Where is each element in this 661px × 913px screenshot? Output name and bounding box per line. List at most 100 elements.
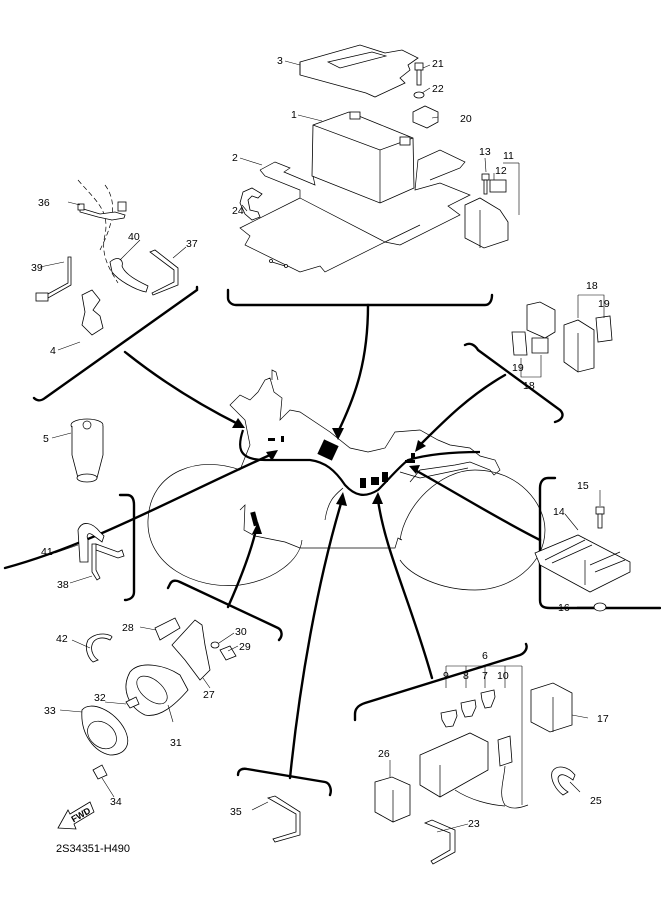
- label-17: 17: [597, 713, 609, 725]
- label-32: 32: [94, 692, 106, 704]
- label-42: 42: [56, 633, 68, 645]
- label-19a: 19: [598, 298, 610, 310]
- label-28: 28: [122, 622, 134, 634]
- connector: [497, 735, 513, 767]
- battery: [311, 111, 415, 204]
- battery-cover: [299, 44, 419, 98]
- rear-wheel: [399, 469, 546, 591]
- cover: [595, 315, 613, 343]
- flasher-relay: [530, 682, 573, 733]
- horn-group: [81, 617, 237, 780]
- battery-marker: [317, 439, 339, 461]
- band: [266, 795, 301, 843]
- label-33: 33: [44, 705, 56, 717]
- relay: [374, 776, 411, 823]
- label-4: 4: [50, 345, 56, 357]
- callout-lines: [3, 285, 661, 797]
- cover: [511, 331, 528, 356]
- cap: [109, 258, 149, 293]
- leader-lines: [39, 60, 601, 833]
- fuse: [489, 179, 507, 193]
- band: [149, 249, 179, 296]
- horn: [81, 705, 129, 756]
- label-6: 6: [482, 650, 488, 662]
- fwd-arrow-icon: FWD: [57, 801, 95, 830]
- label-31: 31: [170, 737, 182, 749]
- label-26: 26: [378, 748, 390, 760]
- label-37: 37: [186, 238, 198, 250]
- label-1: 1: [291, 109, 297, 121]
- label-41: 41: [41, 546, 53, 558]
- hose: [77, 523, 105, 563]
- relay-group: [511, 294, 613, 378]
- band: [239, 187, 263, 221]
- ignition-cap-group: [70, 418, 104, 483]
- label-35: 35: [230, 806, 242, 818]
- wire-harness-connector: [79, 207, 126, 221]
- label-30: 30: [235, 626, 247, 638]
- battery-box: [239, 149, 471, 273]
- sensor-group: [77, 523, 125, 581]
- harness-left-group: [35, 179, 179, 336]
- diagram-code: 2S34351-H490: [56, 843, 130, 855]
- label-34: 34: [110, 796, 122, 808]
- clamp: [551, 766, 576, 796]
- label-18b: 18: [523, 380, 535, 392]
- relay: [563, 319, 595, 373]
- label-14: 14: [553, 506, 565, 518]
- label-7: 7: [482, 670, 488, 682]
- body-outline: [229, 377, 501, 483]
- bolt: [595, 506, 605, 515]
- fuse-box: [419, 732, 489, 798]
- band: [423, 819, 456, 865]
- bolt: [92, 764, 108, 780]
- label-25: 25: [590, 795, 602, 807]
- label-9: 9: [443, 670, 449, 682]
- label-21: 21: [432, 58, 444, 70]
- label-27: 27: [203, 689, 215, 701]
- label-3: 3: [277, 55, 283, 67]
- clamp: [85, 633, 113, 663]
- bracket: [171, 619, 211, 681]
- bolt: [414, 62, 424, 71]
- label-29: 29: [239, 641, 251, 653]
- collar: [593, 602, 607, 612]
- stay: [154, 617, 181, 641]
- label-12: 12: [495, 165, 507, 177]
- label-19b: 19: [512, 362, 524, 374]
- bolt: [481, 173, 490, 181]
- fuse: [440, 709, 458, 728]
- label-39: 39: [31, 262, 43, 274]
- front-wheel: [147, 464, 303, 586]
- label-11: 11: [503, 150, 514, 162]
- motorcycle-outline: [147, 369, 546, 591]
- relay: [526, 301, 556, 339]
- washer: [210, 641, 220, 649]
- terminal: [412, 105, 439, 129]
- label-20: 20: [460, 113, 472, 125]
- label-18a: 18: [586, 280, 598, 292]
- regulator-group: [534, 506, 631, 612]
- starter-relay: [464, 197, 509, 249]
- rectifier-regulator: [534, 534, 631, 593]
- battery-group: [239, 44, 509, 273]
- fuse: [460, 699, 477, 718]
- screw: [125, 696, 140, 709]
- label-24: 24: [232, 205, 244, 217]
- label-23: 23: [468, 818, 480, 830]
- washer: [413, 91, 425, 99]
- holder: [81, 289, 104, 336]
- lead: [91, 543, 125, 581]
- label-10: 10: [497, 670, 509, 682]
- bolt: [219, 645, 237, 661]
- label-5: 5: [43, 433, 49, 445]
- label-22: 22: [432, 83, 444, 95]
- label-40: 40: [128, 231, 140, 243]
- label-38: 38: [57, 579, 69, 591]
- label-36: 36: [38, 197, 50, 209]
- label-15: 15: [577, 480, 589, 492]
- part-labels: 3 21 22 20 1 2 13 11 12 24 36 40 37 39 4…: [31, 55, 610, 830]
- label-16: 16: [558, 602, 570, 614]
- fuse: [480, 689, 496, 709]
